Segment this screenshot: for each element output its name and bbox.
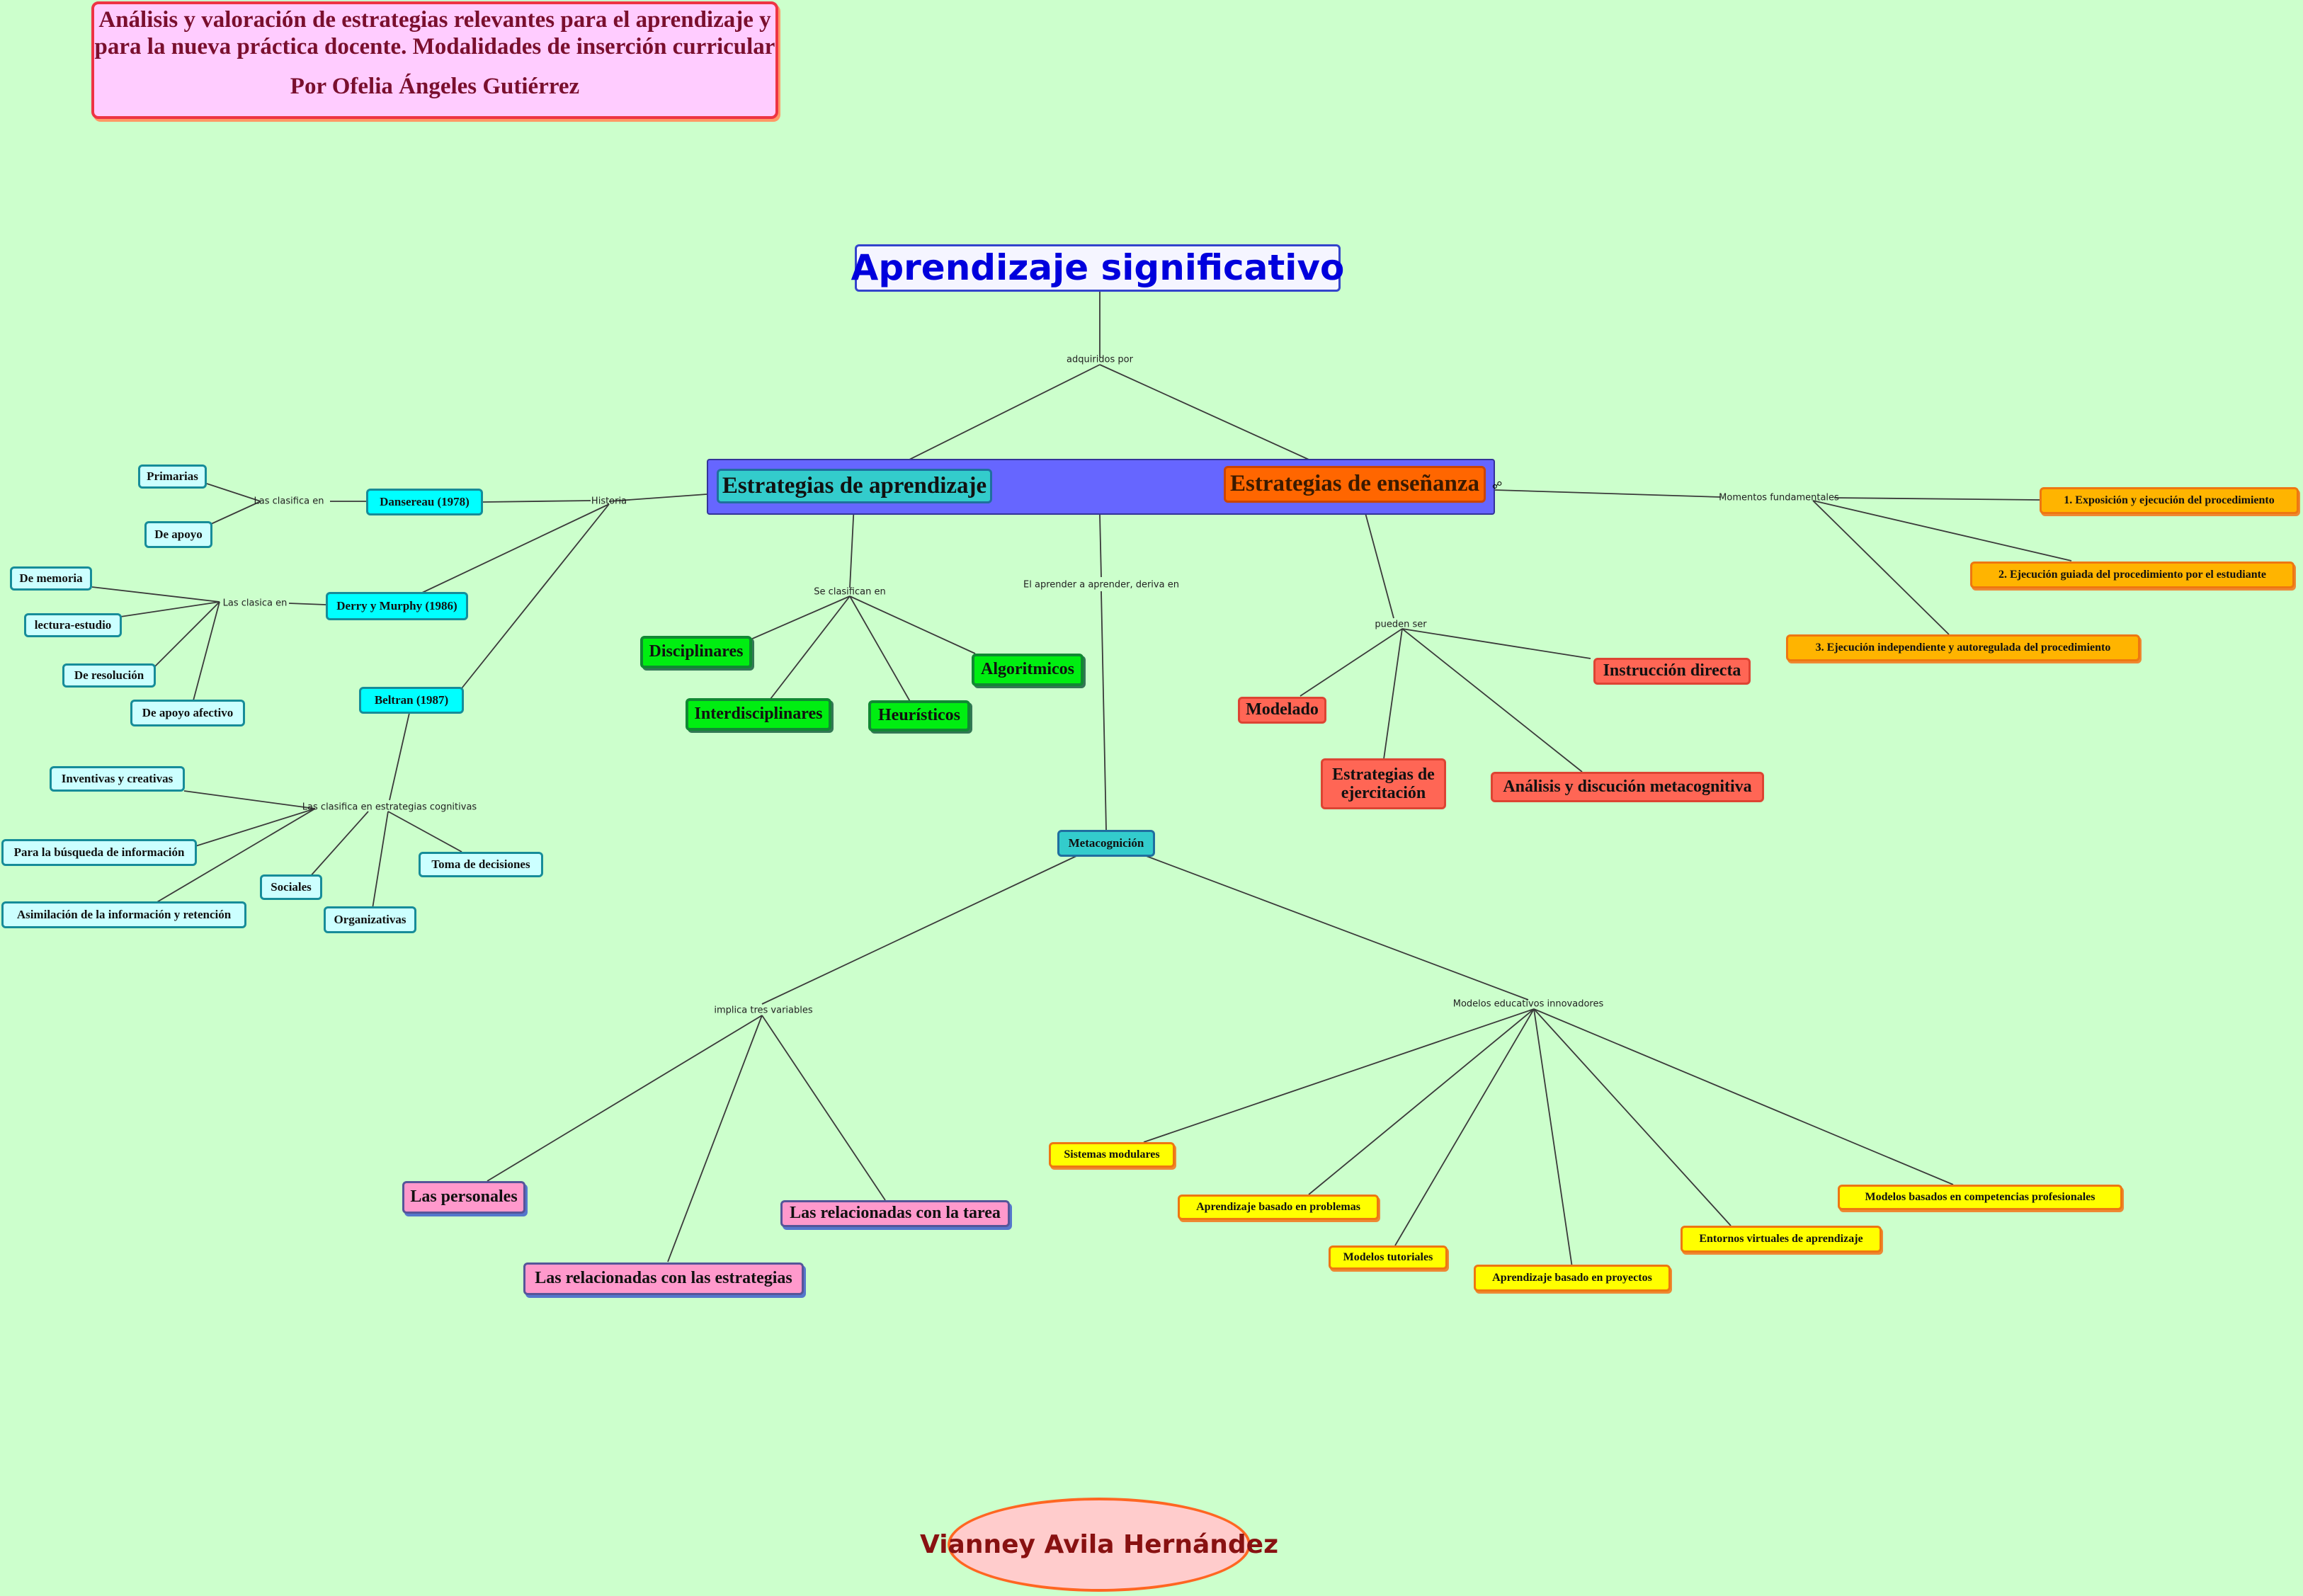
relacionadas-estrategias-node[interactable]: Las relacionadas con las estrategias xyxy=(523,1262,804,1295)
author-ellipse: Vianney Avila Hernández xyxy=(920,1498,1278,1592)
analisis-metacognitiva-node[interactable]: Análisis y discución metacognitiva xyxy=(1491,772,1764,802)
disciplinares-node[interactable]: Disciplinares xyxy=(640,636,752,668)
modelos-tutoriales-node[interactable]: Modelos tutoriales xyxy=(1329,1246,1448,1270)
beltran-node[interactable]: Beltran (1987) xyxy=(359,687,464,714)
link-label-momentos: Momentos fundamentales xyxy=(1719,492,1839,503)
inventivas-node[interactable]: Inventivas y creativas xyxy=(50,766,185,792)
primarias-node[interactable]: Primarias xyxy=(138,464,207,489)
main-concept-node[interactable]: Aprendizaje significativo xyxy=(851,244,1344,292)
estrategias-aprendizaje-node[interactable]: Estrategias de aprendizaje xyxy=(717,469,992,503)
de-resolucion-node[interactable]: De resolución xyxy=(62,663,156,688)
entornos-virtuales-node[interactable]: Entornos virtuales de aprendizaje xyxy=(1681,1226,1882,1253)
relacionadas-tarea-node[interactable]: Las relacionadas con la tarea xyxy=(780,1200,1010,1227)
link-label-modelos: Modelos educativos innovadores xyxy=(1452,998,1604,1010)
link-label-implica: implica tres variables xyxy=(714,1005,813,1016)
de-apoyo-node[interactable]: De apoyo xyxy=(144,521,212,548)
derry-murphy-node[interactable]: Derry y Murphy (1986) xyxy=(326,592,468,620)
link-label-adquiridos: adquiridos por xyxy=(1067,354,1133,365)
las-personales-node[interactable]: Las personales xyxy=(402,1181,525,1214)
aprendizaje-problemas-node[interactable]: Aprendizaje basado en problemas xyxy=(1178,1195,1379,1220)
busqueda-informacion-node[interactable]: Para la búsqueda de información xyxy=(1,839,197,866)
link-label-historia: Historia xyxy=(591,496,627,507)
link-label-el-aprender: El aprender a aprender, deriva en xyxy=(1023,579,1179,591)
toma-decisiones-node[interactable]: Toma de decisiones xyxy=(419,852,543,877)
title-box: Análisis y valoración de estrategias rel… xyxy=(91,1,778,119)
interdisciplinares-node[interactable]: Interdisciplinares xyxy=(686,698,831,731)
link-label-se-clasifican: Se clasifican en xyxy=(814,586,886,598)
dansereau-node[interactable]: Dansereau (1978) xyxy=(366,489,483,515)
momento-1-node[interactable]: 1. Exposición y ejecución del procedimie… xyxy=(2040,487,2299,514)
de-apoyo-afectivo-node[interactable]: De apoyo afectivo xyxy=(130,700,245,726)
sistemas-modulares-node[interactable]: Sistemas modulares xyxy=(1049,1142,1175,1168)
link-label-pueden-ser: pueden ser xyxy=(1375,619,1427,630)
aprendizaje-proyectos-node[interactable]: Aprendizaje basado en proyectos xyxy=(1474,1265,1671,1292)
instruccion-directa-node[interactable]: Instrucción directa xyxy=(1593,658,1751,685)
heuristicos-node[interactable]: Heurísticos xyxy=(868,700,970,731)
title-line-2: para la nueva práctica docente. Modalida… xyxy=(94,33,775,59)
de-memoria-node[interactable]: De memoria xyxy=(10,566,92,591)
asimilacion-node[interactable]: Asimilación de la información y retenció… xyxy=(1,901,246,928)
modelos-competencias-node[interactable]: Modelos basados en competencias profesio… xyxy=(1838,1185,2122,1210)
link-label-clasifica: Las clasifica en xyxy=(254,496,324,507)
link-icon[interactable]: ☍ xyxy=(1492,480,1503,491)
estrategias-ensenanza-node[interactable]: Estrategias de enseñanza xyxy=(1224,466,1486,503)
lectura-estudio-node[interactable]: lectura-estudio xyxy=(24,613,122,637)
organizativas-node[interactable]: Organizativas xyxy=(324,906,416,933)
title-author: Por Ofelia Ángeles Gutiérrez xyxy=(290,73,580,99)
link-label-clasica: Las clasica en xyxy=(222,598,288,609)
algoritmicos-node[interactable]: Algoritmicos xyxy=(972,654,1084,686)
momento-2-node[interactable]: 2. Ejecución guiada del procedimiento po… xyxy=(1970,562,2295,588)
momento-3-node[interactable]: 3. Ejecución independiente y autoregulad… xyxy=(1786,634,2140,661)
ejercitacion-node[interactable]: Estrategias de ejercitación xyxy=(1321,758,1446,809)
metacognicion-node[interactable]: Metacognición xyxy=(1057,830,1155,857)
link-label-cognitivas: Las clasifica en estrategias cognitivas xyxy=(302,802,477,813)
title-line-1: Análisis y valoración de estrategias rel… xyxy=(98,7,771,33)
modelado-node[interactable]: Modelado xyxy=(1238,697,1326,724)
sociales-node[interactable]: Sociales xyxy=(260,874,322,900)
